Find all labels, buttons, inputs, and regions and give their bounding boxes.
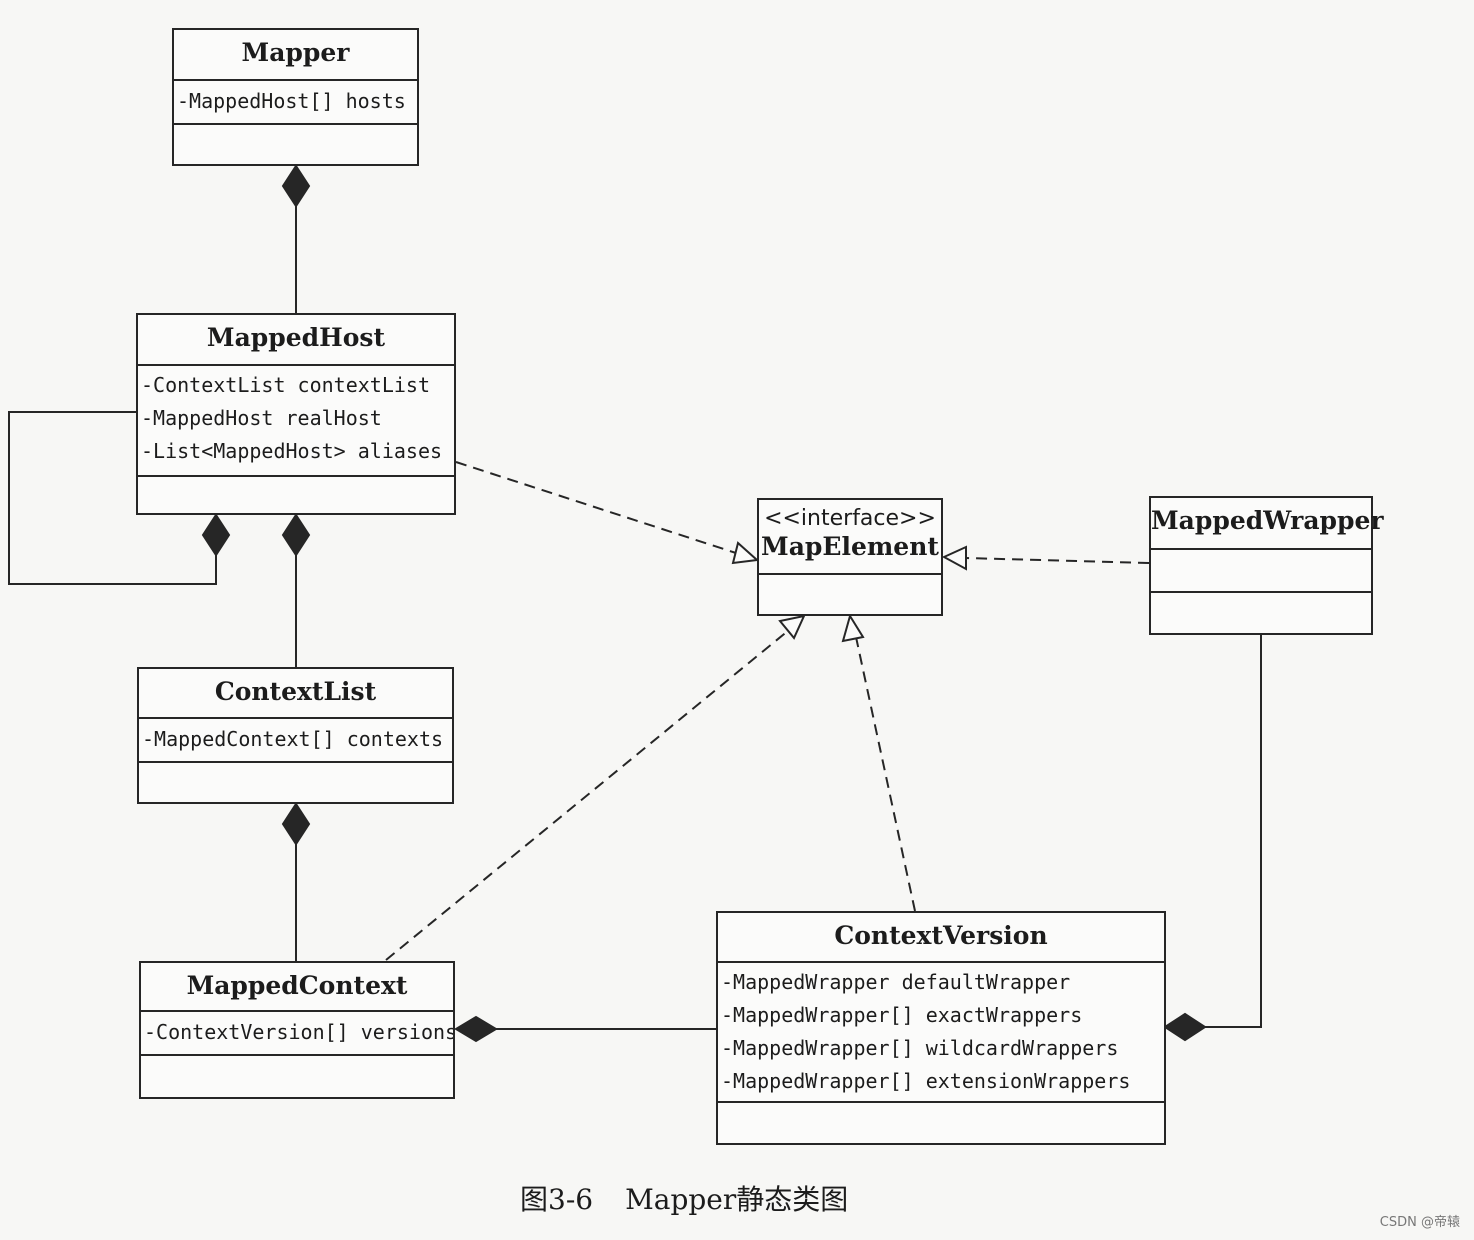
realization-line-mappedhost bbox=[455, 461, 737, 554]
realization-arrowhead-contextversion bbox=[841, 613, 865, 643]
composition-diamond-mappedhost-self bbox=[201, 513, 231, 557]
class-mapper: Mapper -MappedHost[] hosts bbox=[172, 28, 419, 166]
class-name: MappedHost bbox=[138, 315, 454, 366]
class-attributes: -MappedHost[] hosts bbox=[174, 81, 417, 125]
class-name: MappedWrapper bbox=[1151, 498, 1384, 550]
attribute: -MappedWrapper[] exactWrappers bbox=[721, 1003, 1083, 1027]
class-mappedwrapper: MappedWrapper bbox=[1149, 496, 1384, 635]
composition-line-contextversion-mappedwrapper bbox=[1205, 635, 1262, 1028]
composition-diamond-mappedhost bbox=[281, 513, 311, 557]
class-attributes: -MappedContext[] contexts bbox=[139, 719, 452, 763]
attribute: -List<MappedHost> aliases bbox=[141, 439, 443, 463]
class-name: MappedContext bbox=[141, 963, 453, 1012]
stereotype-label: <<interface>> bbox=[764, 506, 936, 531]
class-name: Mapper bbox=[174, 30, 417, 81]
realization-line-contextversion bbox=[855, 636, 916, 912]
attribute: -ContextVersion[] versions bbox=[144, 1020, 453, 1044]
attribute: -MappedHost[] hosts bbox=[177, 89, 406, 113]
composition-diamond-contextlist bbox=[281, 802, 311, 846]
class-attributes bbox=[1151, 550, 1371, 593]
class-attributes: -ContextList contextList -MappedHost rea… bbox=[138, 366, 454, 477]
class-mappedcontext: MappedContext -ContextVersion[] versions bbox=[139, 961, 455, 1099]
class-mappedhost: MappedHost -ContextList contextList -Map… bbox=[136, 313, 456, 515]
figure-title: Mapper静态类图 bbox=[625, 1183, 849, 1216]
realization-arrowhead-mappedwrapper bbox=[941, 545, 967, 571]
realization-arrowhead-mappedcontext bbox=[778, 614, 806, 640]
figure-number: 图3-6 bbox=[520, 1183, 594, 1216]
class-attributes: -ContextVersion[] versions bbox=[141, 1012, 453, 1056]
attribute: -ContextList contextList bbox=[141, 373, 430, 397]
composition-diamond-mapper bbox=[281, 164, 311, 208]
class-name: <<interface>> MapElement bbox=[759, 500, 941, 575]
realization-line-mappedwrapper bbox=[965, 557, 1150, 564]
attribute: -MappedContext[] contexts bbox=[142, 727, 444, 751]
class-contextlist: ContextList -MappedContext[] contexts bbox=[137, 667, 454, 804]
class-name: ContextList bbox=[139, 669, 452, 719]
realization-line-mappedcontext bbox=[385, 629, 790, 961]
class-attributes: -MappedWrapper defaultWrapper -MappedWra… bbox=[718, 963, 1164, 1103]
attribute: -MappedHost realHost bbox=[141, 406, 382, 430]
realization-arrowhead-mappedhost bbox=[731, 541, 760, 565]
composition-diamond-mappedcontext bbox=[454, 1015, 498, 1043]
interface-mapelement: <<interface>> MapElement bbox=[757, 498, 943, 616]
attribute: -MappedWrapper[] extensionWrappers bbox=[721, 1069, 1131, 1093]
composition-diamond-contextversion bbox=[1163, 1012, 1207, 1042]
self-association-line-mappedhost bbox=[8, 411, 217, 585]
figure-caption: 图3-6 Mapper静态类图 bbox=[520, 1178, 848, 1218]
attribute: -MappedWrapper defaultWrapper bbox=[721, 970, 1071, 994]
interface-name: MapElement bbox=[761, 532, 939, 561]
watermark: CSDN @帝辕 bbox=[1379, 1215, 1460, 1230]
class-contextversion: ContextVersion -MappedWrapper defaultWra… bbox=[716, 911, 1166, 1145]
attribute: -MappedWrapper[] wildcardWrappers bbox=[721, 1036, 1119, 1060]
class-name: ContextVersion bbox=[718, 913, 1164, 963]
